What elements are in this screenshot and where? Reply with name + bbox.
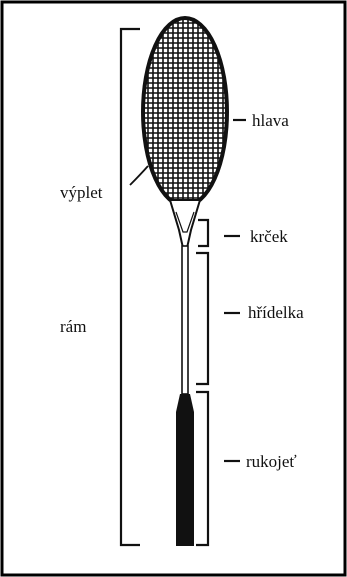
strings-leader [130,166,148,185]
throat-bracket [198,220,208,246]
shaft-bracket [196,253,208,384]
label-frame: rám [60,317,86,336]
racket-throat [170,200,200,248]
label-handle: rukojeť [246,452,297,471]
label-shaft: hřídelka [248,303,304,322]
racket-shaft [182,246,188,394]
frame-bracket [121,29,140,545]
racket-handle [176,394,194,546]
label-throat: krček [250,227,288,246]
label-head: hlava [252,111,289,130]
handle-bracket [196,392,208,545]
label-strings: výplet [60,183,103,202]
